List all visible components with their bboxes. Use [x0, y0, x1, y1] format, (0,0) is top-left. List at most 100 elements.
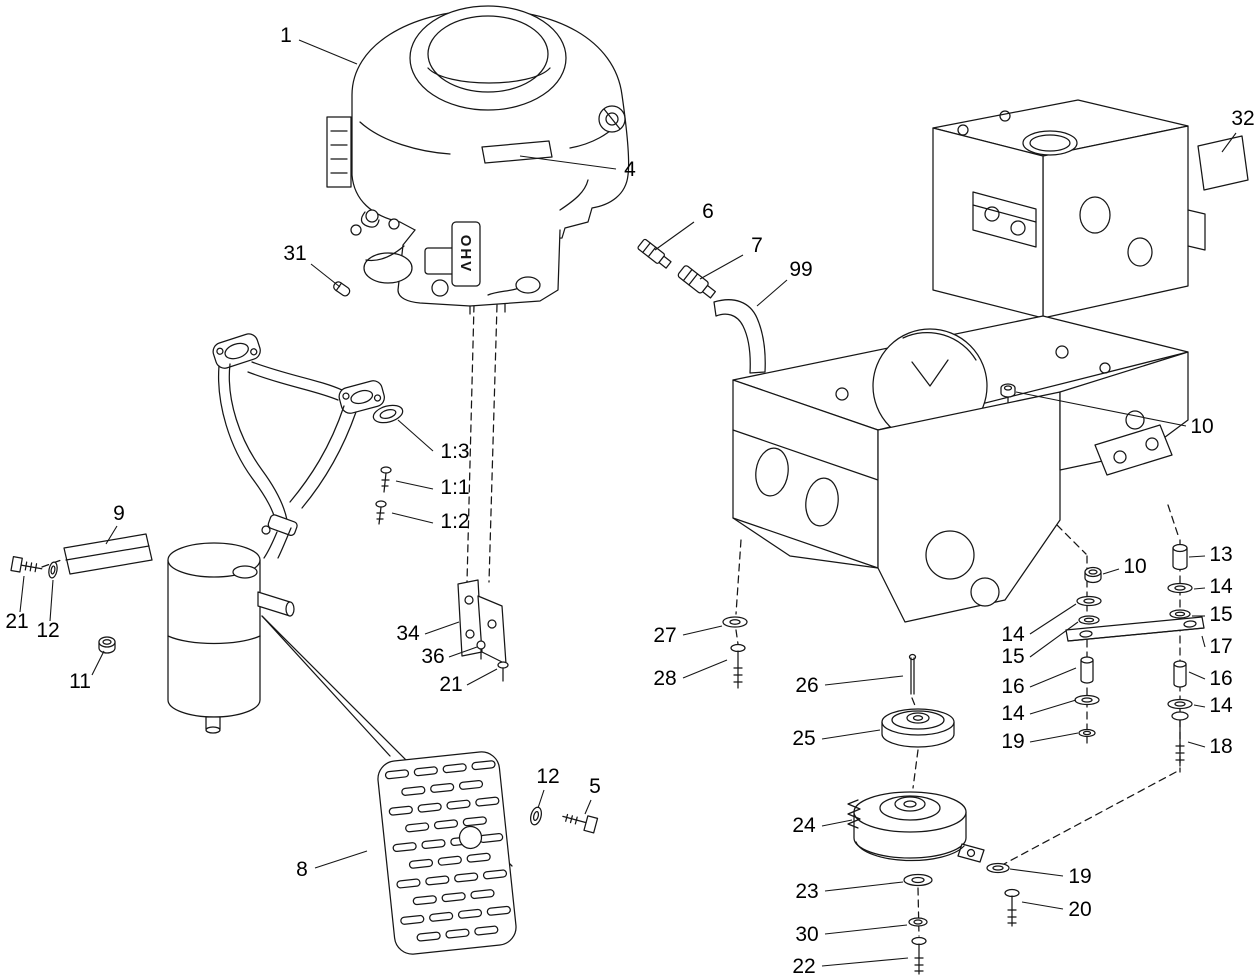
callout-14: 14 — [1001, 702, 1025, 725]
leader-line-14 — [1193, 704, 1206, 708]
leader-line-12 — [537, 789, 545, 809]
callout-1:2: 1:2 — [440, 510, 469, 533]
pulley-25 — [881, 708, 955, 748]
leader-line-7 — [699, 254, 744, 280]
engine-assembly: OHV — [326, 5, 630, 315]
leader-line-6 — [654, 221, 695, 251]
callout-28: 28 — [653, 667, 676, 690]
leader-line-36 — [448, 646, 478, 658]
bolt-21-left — [10, 556, 43, 573]
washer-15-a — [1078, 615, 1100, 625]
callout-19: 19 — [1068, 865, 1091, 888]
callout-9: 9 — [113, 502, 125, 525]
fitting-6 — [637, 238, 672, 269]
callout-21: 21 — [439, 673, 462, 696]
callout-26: 26 — [795, 674, 818, 697]
leader-line-30 — [824, 924, 908, 935]
callout-10: 10 — [1123, 555, 1146, 578]
leader-line-8 — [314, 850, 368, 869]
leader-line-23 — [824, 881, 904, 892]
washer-12-left — [48, 561, 58, 579]
callout-22: 22 — [792, 955, 815, 978]
leader-line-10 — [1102, 568, 1120, 575]
oil-cap — [598, 105, 626, 133]
frame-weldment — [732, 99, 1206, 623]
leader-line-17 — [1201, 635, 1206, 648]
decal-32 — [1197, 135, 1249, 191]
callout-99: 99 — [789, 258, 812, 281]
heat-shield-8 — [377, 751, 517, 955]
leader-line-5 — [584, 799, 592, 815]
washer-27 — [722, 616, 748, 628]
leader-line-16 — [1029, 667, 1077, 688]
leader-line-12 — [49, 579, 54, 622]
washer-14-a — [1076, 595, 1102, 607]
callout-31: 31 — [283, 242, 306, 265]
callout-6: 6 — [702, 200, 714, 223]
callout-24: 24 — [792, 814, 816, 837]
bolt-5 — [562, 813, 599, 834]
exhaust-header — [212, 333, 404, 559]
leader-line-14 — [1029, 603, 1077, 635]
nut-11 — [98, 636, 116, 654]
bracket-34 — [457, 579, 509, 682]
callout-7: 7 — [751, 234, 763, 257]
leader-line-1 — [298, 39, 358, 65]
leader-line-32 — [1221, 132, 1237, 153]
leader-line-26 — [824, 675, 904, 686]
leader-line-19 — [1009, 868, 1064, 877]
callout-14: 14 — [1001, 623, 1025, 646]
leader-line-19 — [1029, 732, 1079, 743]
callout-21: 21 — [5, 610, 28, 633]
diagram-line-art: OHV — [10, 5, 1249, 975]
link-bar-17 — [1065, 616, 1205, 642]
hose-99 — [713, 299, 766, 374]
bolt-21-bracket — [497, 661, 509, 682]
leader-line-1:2 — [391, 512, 434, 524]
gasket-1-3 — [372, 404, 404, 424]
bolt-28 — [730, 643, 746, 689]
callout-27: 27 — [653, 624, 676, 647]
callout-13: 13 — [1209, 543, 1232, 566]
callout-1:1: 1:1 — [440, 476, 469, 499]
washer-19-bottom — [986, 862, 1010, 874]
leader-line-28 — [682, 659, 728, 679]
callout-8: 8 — [296, 858, 308, 881]
callout-1: 1 — [280, 24, 292, 47]
callout-15: 15 — [1209, 603, 1232, 626]
callout-4: 4 — [624, 158, 636, 181]
callout-19: 19 — [1001, 730, 1024, 753]
leader-line-34 — [424, 621, 460, 635]
bolt-22 — [911, 936, 927, 975]
bolt-20 — [1004, 888, 1020, 927]
leader-line-31 — [310, 263, 341, 288]
callout-20: 20 — [1068, 898, 1091, 921]
bolt-1-2 — [375, 500, 387, 525]
leader-line-9 — [105, 525, 118, 545]
bolt-1-1 — [380, 466, 392, 493]
callout-36: 36 — [421, 645, 444, 668]
shield-louver-slots — [384, 760, 511, 942]
fitting-7 — [677, 265, 716, 299]
leader-line-16 — [1188, 671, 1206, 680]
callout-10: 10 — [1190, 415, 1213, 438]
leader-line-14 — [1193, 587, 1206, 590]
callout-16: 16 — [1001, 675, 1024, 698]
clutch-24 — [847, 791, 985, 863]
hardware-stack-right — [1065, 543, 1205, 767]
washer-15-b — [1169, 609, 1191, 619]
callout-32: 32 — [1231, 107, 1254, 130]
callout-5: 5 — [589, 775, 601, 798]
leader-line-18 — [1187, 741, 1206, 748]
callout-1:3: 1:3 — [440, 440, 469, 463]
callout-11: 11 — [69, 670, 91, 693]
leader-line-1:3 — [397, 419, 434, 452]
spacer-16-b — [1173, 660, 1187, 688]
leader-line-20 — [1021, 901, 1064, 910]
callout-30: 30 — [795, 923, 818, 946]
frame-flange-nut-10 — [1000, 383, 1016, 415]
leader-line-15 — [1029, 621, 1079, 658]
